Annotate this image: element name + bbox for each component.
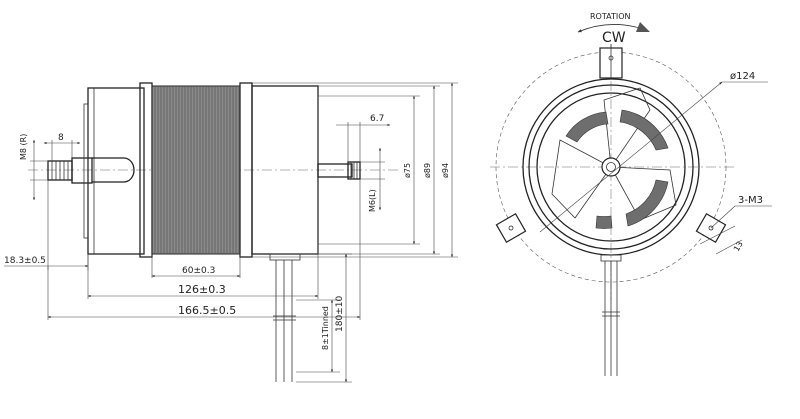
housing-ring xyxy=(528,84,694,250)
rotor-spokes xyxy=(551,87,677,229)
rear-end-cap xyxy=(83,87,145,255)
dim-126: 126±0.3 xyxy=(87,244,319,299)
dim-phi94: ø94 xyxy=(252,82,458,258)
label-phi94: ø94 xyxy=(441,163,450,178)
dim-3-m3: 3-M3 xyxy=(710,195,772,229)
side-view: M8 (R) 8 18.3±0.5 60±0.3 126 xyxy=(4,82,458,383)
label-leads: 8±1Tinned xyxy=(321,306,330,350)
label-phi89: ø89 xyxy=(423,163,432,178)
label-3-m3: 3-M3 xyxy=(738,195,763,206)
front-lead-wires xyxy=(600,254,622,376)
dim-8: 8 xyxy=(43,133,81,161)
top-mounting-tab xyxy=(599,44,623,79)
dim-60: 60±0.3 xyxy=(151,254,241,278)
dim-6-7: 6.7 xyxy=(336,114,391,162)
left-mounting-tab xyxy=(495,213,527,243)
rotor-slot-right-bottom xyxy=(625,179,669,227)
stator-laminations xyxy=(151,85,241,255)
label-8: 8 xyxy=(58,133,64,143)
rotor-slot-top xyxy=(565,111,609,143)
label-phi75: ø75 xyxy=(403,163,412,178)
front-view: ø124 3-M3 13 xyxy=(490,12,772,376)
label-18-3: 18.3±0.5 xyxy=(4,256,46,266)
label-180: 180±10 xyxy=(335,296,345,332)
dim-166-5: 166.5±0.5 xyxy=(47,179,361,320)
label-166-5: 166.5±0.5 xyxy=(178,304,236,317)
rotation-indicator: ROTATION CW xyxy=(577,12,650,46)
dim-180: 180±10 xyxy=(296,253,352,383)
rotor-hub-inner xyxy=(606,162,616,172)
rotor-hub-outer xyxy=(601,157,621,177)
label-m6: M6(L) xyxy=(368,189,377,212)
label-6-7: 6.7 xyxy=(370,114,384,124)
label-126: 126±0.3 xyxy=(178,283,226,296)
right-shaft xyxy=(317,161,361,180)
dim-leads: 8±1Tinned xyxy=(296,299,340,373)
rotor-slot-bottom xyxy=(595,215,613,229)
label-m8: M8 (R) xyxy=(19,134,28,160)
label-phi124: ø124 xyxy=(730,71,755,82)
lead-wires xyxy=(269,253,301,382)
label-13: 13 xyxy=(732,240,745,253)
dim-13: 13 xyxy=(699,225,745,255)
dim-18-3: 18.3±0.5 xyxy=(4,180,89,270)
label-60: 60±0.3 xyxy=(182,266,215,276)
rotation-label: ROTATION xyxy=(590,12,631,21)
housing-inner-circle xyxy=(536,92,686,242)
dim-m6: M6(L) xyxy=(360,147,385,212)
rotor-slot-right-top xyxy=(619,109,669,151)
dim-m8: M8 (R) xyxy=(19,134,48,201)
rotation-direction: CW xyxy=(602,30,626,46)
left-shaft xyxy=(47,157,93,184)
dim-phi124: ø124 xyxy=(539,71,768,233)
dim-phi75: ø75 xyxy=(318,95,420,245)
